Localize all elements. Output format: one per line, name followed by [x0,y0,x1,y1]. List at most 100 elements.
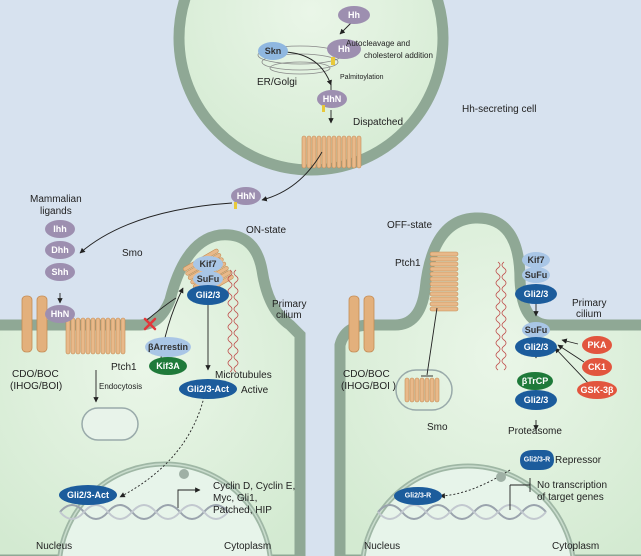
transmembrane-helix [429,271,459,277]
gli-act-nucleus-label: Gli2/3-Act [67,490,109,500]
transmembrane-helix [351,135,357,169]
kif3a [149,357,187,375]
no-tx-1: No transcription [537,480,607,491]
smo-receptor-off [404,377,440,403]
cilium-on-2: cilium [276,310,302,321]
transmembrane-helix [429,266,459,272]
active-label: Active [241,385,269,396]
on-dna-icon [59,504,229,520]
inhibition-x-icon [143,317,157,331]
cholesterol-label: cholesterol addition [364,51,433,60]
on-nucleus [57,461,273,556]
transmembrane-helix [429,256,459,262]
transmembrane-helix [316,135,322,169]
cytoplasm-off-label: Cytoplasm [552,541,599,552]
cytoplasm-on-label: Cytoplasm [224,541,271,552]
transmembrane-helix [326,135,332,169]
transmembrane-helix [70,317,76,355]
gli-r-label: Gli2/3-R [524,457,550,464]
proteins [45,6,617,505]
transmembrane-helix [429,377,435,403]
microtubules-on [227,269,239,373]
dhh-ligand [45,241,75,259]
kif7-on [193,256,223,272]
kif7-off-label: Kif7 [527,255,544,265]
transmembrane-helix [429,276,459,282]
transmembrane-helix [429,261,459,267]
target-genes-1: Cyclin D, Cyclin E, [213,481,295,492]
transmembrane-helix [120,317,126,355]
transmembrane-helix [409,377,415,403]
sufu-off-label: SuFu [525,270,548,280]
transmembrane-helix [306,135,312,169]
skn-protein [258,42,288,60]
ptch1-off-label: Ptch1 [395,258,421,269]
shh-label: Shh [52,267,69,277]
transmembrane-helix [80,317,86,355]
ihh-label: Ihh [53,224,67,234]
sufu-off-2-label: SuFu [525,325,548,335]
hh-top-label: Hh [348,10,360,20]
transmembrane-helix [429,306,459,312]
transmembrane-helix [85,317,91,355]
cdo-boc-on [21,295,48,353]
btrcp-label: βTrCP [522,376,549,386]
proteasome-label: Proteasome [508,426,562,437]
btrcp [517,372,553,390]
on-state-title: ON-state [246,225,286,236]
gli-act-label: Gli2/3-Act [187,384,229,394]
dhh-label: Dhh [51,245,69,255]
secreted-hhn [231,187,261,205]
gli-act-nucleus [59,485,117,505]
transmembrane-helix [336,135,342,169]
hh-golgi-label: Hh [338,44,350,54]
cilium-on-1: Primary [272,299,306,310]
gli-off [515,284,557,304]
kif7-off [522,252,550,268]
pka-label: PKA [587,340,607,350]
er-golgi-label: ER/Golgi [257,77,297,88]
transmembrane-helix [321,135,327,169]
endocytosis-label: Endocytosis [99,382,142,391]
cdo-off-2: (IHOG/BOI ) [341,381,396,392]
lipid-tag-secreted [234,202,237,209]
microtubules-on-label: Microtubules [215,370,272,381]
microtubules-off [495,261,507,371]
kif3a-label: Kif3A [156,361,180,371]
barrestin [145,337,191,357]
transmembrane-helix [404,377,410,403]
no-tx-2: of target genes [537,492,604,503]
transmembrane-helix [75,317,81,355]
nucleus-off-label: Nucleus [364,541,400,552]
hh-secreting-cell [173,0,449,176]
gli-repressor [520,450,554,470]
smo-off-label: Smo [427,422,448,433]
bound-hhn-label: HhN [51,309,70,319]
shh-ligand [45,263,75,281]
target-genes-2: Myc, Gli1, [213,493,257,504]
gli-repressor-nucleus [394,487,442,505]
gli-off-3-label: Gli2/3 [524,395,549,405]
pka-kinase [582,336,612,354]
gli-off-2-label: Gli2/3 [524,342,549,352]
target-genes-3: Patched, HIP [213,505,272,516]
transmembrane-helix [331,135,337,169]
hhn-protein [317,90,347,108]
secreted-hhn-label: HhN [237,191,256,201]
sufu-on [193,271,223,287]
hh-protein-top [338,6,370,24]
kif7-on-label: Kif7 [199,259,216,269]
on-state-cell [0,229,306,556]
ligands-title-2: ligands [40,206,72,217]
cilium-off-1: Primary [572,298,606,309]
transmembrane-helix [341,135,347,169]
gli-off-3 [515,390,557,410]
gli-off-2 [515,337,557,357]
transmembrane-helix [429,296,459,302]
skn-label: Skn [265,46,282,56]
smo-on-label: Smo [122,248,143,259]
transmembrane-helix [95,317,101,355]
barrestin-label: βArrestin [148,342,188,352]
nuclear-pore-on [179,469,189,479]
transmembrane-helix [419,377,425,403]
